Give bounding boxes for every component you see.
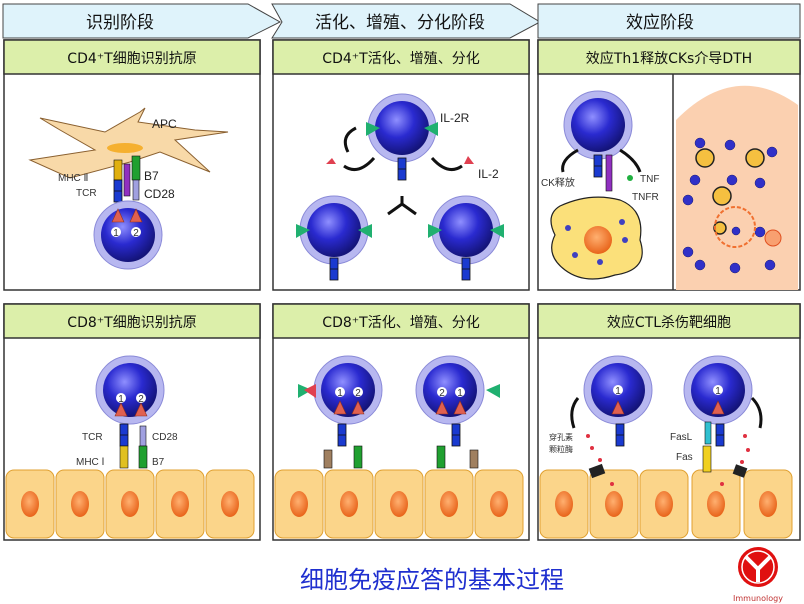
- panel-title: 效应Th1释放CKs介导DTH: [586, 50, 752, 67]
- signal-1: 1: [715, 386, 721, 397]
- phase-header-effector: 效应阶段: [537, 3, 801, 39]
- immunology-logo: Immunology: [733, 547, 783, 603]
- signal-1: 1: [615, 386, 621, 397]
- signal-1: 1: [457, 388, 463, 399]
- th1-cell: [563, 90, 633, 160]
- b7-label: B7: [144, 169, 159, 183]
- phase-label: 效应阶段: [626, 13, 694, 33]
- apc-label: APC: [152, 117, 177, 131]
- epithelium-cd8-activation: [274, 469, 524, 539]
- tnfr-label: TNFR: [632, 192, 659, 203]
- activated-cd8-t-cell: [415, 355, 485, 425]
- signal-2: 2: [355, 388, 361, 399]
- daughter-t-cell: [299, 195, 369, 265]
- cd8-t-cell: [95, 355, 165, 425]
- panel-title: 效应CTL杀伤靶细胞: [607, 314, 731, 331]
- fas-label: Fas: [676, 452, 693, 463]
- phase-header-recognition: 识别阶段: [2, 3, 282, 39]
- signal-1: 1: [113, 228, 119, 239]
- mhc-i-label: MHC Ⅰ: [76, 457, 105, 468]
- fasl-label: FasL: [670, 432, 693, 443]
- activated-cd8-t-cell: [313, 355, 383, 425]
- apc-cell: [28, 107, 229, 179]
- tcr-label: TCR: [82, 432, 103, 443]
- signal-2: 2: [439, 388, 445, 399]
- panel-title: CD8⁺T细胞识别抗原: [67, 315, 196, 331]
- granzyme-label: 颗粒酶: [549, 444, 573, 454]
- b7-label: B7: [152, 457, 165, 468]
- epithelium-cd8-recognition: [5, 469, 255, 539]
- signal-2: 2: [133, 228, 139, 239]
- perforin-label: 穿孔素: [549, 432, 573, 442]
- daughter-t-cell: [431, 195, 501, 265]
- diagram-title: 细胞免疫应答的基本过程: [300, 566, 564, 594]
- ck-release-label: CK释放: [541, 176, 575, 189]
- signal-1: 1: [118, 394, 124, 405]
- logo-text: Immunology: [733, 594, 783, 603]
- il2-label: IL-2: [478, 167, 499, 181]
- il2r-label: IL-2R: [440, 111, 470, 125]
- mhc-ii-label: MHC Ⅱ: [58, 173, 88, 184]
- signal-2: 2: [138, 394, 144, 405]
- cd28-label: CD28: [144, 187, 175, 201]
- panel-title: CD4⁺T细胞识别抗原: [67, 51, 196, 67]
- phase-label: 识别阶段: [86, 13, 154, 33]
- panel-title: CD4⁺T活化、增殖、分化: [322, 50, 479, 67]
- phase-header-activation: 活化、增殖、分化阶段: [271, 3, 542, 39]
- tissue-region: [676, 85, 798, 290]
- tnf-label: TNF: [640, 174, 659, 185]
- phase-label: 活化、增殖、分化阶段: [315, 13, 485, 33]
- signal-1: 1: [337, 388, 343, 399]
- cd28-label: CD28: [152, 432, 178, 443]
- tcr-label: TCR: [76, 188, 97, 199]
- cd4-t-cell: [93, 200, 163, 270]
- panel-title: CD8⁺T活化、增殖、分化: [322, 314, 479, 331]
- epithelium-ctl-effect: [539, 469, 793, 539]
